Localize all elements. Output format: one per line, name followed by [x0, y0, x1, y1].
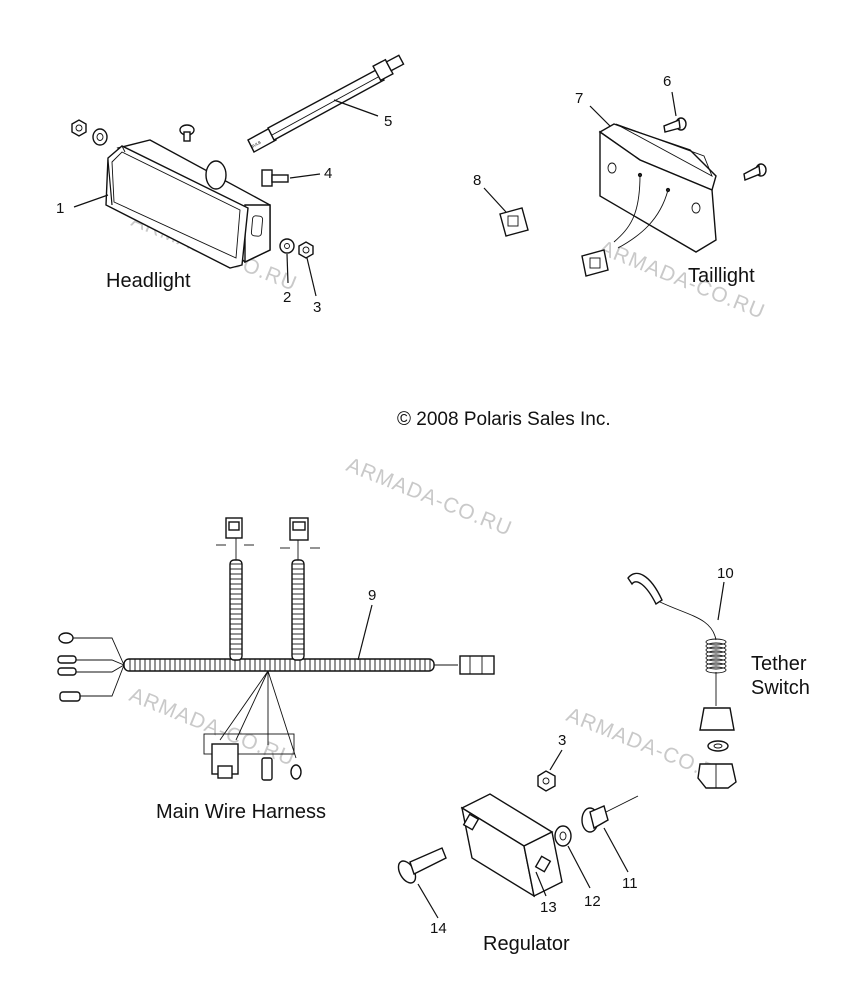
tether-lanyard-clip	[627, 572, 663, 606]
callout-1: 1	[56, 200, 64, 217]
watermark-center: ARMADA-CO.RU	[343, 453, 515, 540]
harness-branch-left	[229, 559, 243, 661]
taillight-housing	[599, 130, 717, 253]
headlight-washer	[92, 128, 108, 146]
taillight-wires	[613, 174, 669, 249]
copyright-notice: © 2008 Polaris Sales Inc.	[397, 409, 611, 430]
headlight-washer-2	[279, 238, 295, 254]
label-tether-line2: Switch	[751, 677, 810, 699]
headlight-socket	[205, 160, 227, 190]
callout-8: 8	[473, 172, 481, 189]
harness-connector-right	[459, 655, 495, 675]
regulator-assembly: 3 14 12 11 13 Regulator	[397, 732, 639, 955]
headlight-nut-3	[298, 241, 314, 259]
taillight-assembly: 7 6 8 Taillight	[473, 73, 767, 287]
callout-11: 11	[622, 875, 638, 892]
tether-switch-assembly: 10 Tether Switch	[627, 565, 810, 789]
taillight-clip-lower	[581, 249, 609, 277]
regulator-washer	[554, 825, 572, 847]
harness-bullet-terminal-2	[57, 667, 77, 676]
callout-5: 5	[384, 113, 392, 130]
tether-washer	[707, 740, 729, 752]
label-taillight: Taillight	[688, 265, 755, 287]
callout-6: 6	[663, 73, 671, 90]
headlight-housing-side	[244, 204, 271, 264]
label-headlight: Headlight	[106, 270, 191, 292]
callout-13: 13	[540, 899, 557, 916]
callout-4: 4	[324, 165, 332, 182]
harness-branch-ribs	[230, 563, 304, 655]
harness-branch-right	[291, 559, 305, 661]
callout-9: 9	[368, 587, 376, 604]
callout-7: 7	[575, 90, 583, 107]
harness-fuse-holder	[59, 691, 81, 702]
tether-switch-body	[697, 763, 737, 789]
harness-trunk-ribs	[129, 659, 431, 671]
harness-ground-terminal	[290, 764, 302, 780]
callout-14: 14	[430, 920, 447, 937]
callout-2: 2	[283, 289, 291, 306]
tether-cord	[659, 601, 717, 641]
headlight-nut	[71, 119, 87, 137]
headlight-assembly: BULB 1 4 5 2 3 Headlight	[56, 54, 405, 316]
harness-trunk	[123, 658, 435, 672]
callout-10: 10	[717, 565, 734, 582]
harness-ring-terminal	[58, 632, 74, 644]
callout-3-regulator: 3	[558, 732, 566, 749]
tether-cap	[699, 707, 735, 731]
taillight-clip-8	[499, 207, 529, 237]
tether-coil	[705, 638, 727, 674]
callout-3-headlight: 3	[313, 299, 321, 316]
regulator-nut	[537, 770, 556, 792]
bulb-label: BULB	[250, 139, 262, 148]
headlight-bulb: BULB	[247, 54, 405, 153]
label-tether-line1: Tether	[751, 653, 807, 675]
headlight-bolt	[261, 169, 273, 187]
label-regulator: Regulator	[483, 933, 570, 955]
label-main-wire-harness: Main Wire Harness	[156, 801, 326, 823]
main-wire-harness: 9 Main Wire Harness	[57, 517, 495, 823]
watermarks: ARMADA-CO.RU ARMADA-CO.RU ARMADA-CO.RU A…	[126, 208, 768, 790]
harness-connector-small	[261, 757, 273, 781]
callout-12: 12	[584, 893, 601, 910]
harness-bullet-terminal-1	[57, 655, 77, 664]
